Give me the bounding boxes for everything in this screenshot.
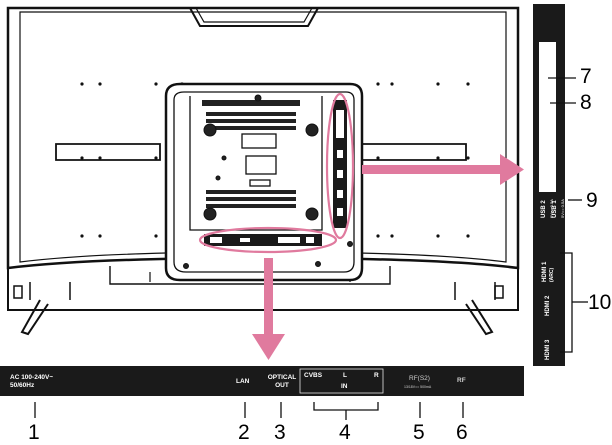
callout-10: 10 <box>588 291 612 314</box>
rf-s2-note: 13/18V== 500mA <box>404 385 432 389</box>
hdmi2-label: HDMI 2 <box>545 295 551 316</box>
arrow-right <box>362 154 524 185</box>
side-ports-highlight <box>325 92 355 240</box>
audio-r-label: R <box>374 372 379 379</box>
callout-2: 2 <box>238 421 250 444</box>
bottom-connector-strip <box>204 234 322 246</box>
callout-8: 8 <box>580 91 592 114</box>
hdmi1-label: HDMI 1 (ARC) <box>542 261 555 282</box>
callout-6: 6 <box>456 421 468 444</box>
optical-out-label: OPTICAL OUT <box>267 374 297 389</box>
arrow-down <box>252 258 285 360</box>
callout-1: 1 <box>28 421 40 444</box>
callout-5: 5 <box>413 421 425 444</box>
rf-s2-label: RF(S2) <box>409 375 430 382</box>
lan-label: LAN <box>236 378 250 385</box>
rf-label: RF <box>457 377 466 384</box>
callout-lines <box>34 77 588 420</box>
power-label: AC 100-240V~ 50/60Hz <box>10 374 54 389</box>
back-plate <box>164 82 364 282</box>
usb1-label: USB 1 5V== 0.5A <box>552 199 565 218</box>
cvbs-label: CVBS <box>304 372 323 379</box>
hdmi3-label: HDMI 3 <box>545 339 551 360</box>
audio-l-label: L <box>343 372 347 379</box>
bottom-ports-highlight <box>198 226 338 254</box>
callout-3: 3 <box>274 421 286 444</box>
bottom-panel <box>0 366 524 396</box>
side-connector-strip <box>333 100 347 228</box>
callout-9: 9 <box>586 189 598 212</box>
callout-4: 4 <box>339 421 351 444</box>
audio-in-label: IN <box>341 383 348 390</box>
callout-7: 7 <box>580 65 592 88</box>
audio-in-frame <box>299 368 384 394</box>
usb-icon <box>547 129 553 163</box>
usb-slot <box>539 42 556 192</box>
